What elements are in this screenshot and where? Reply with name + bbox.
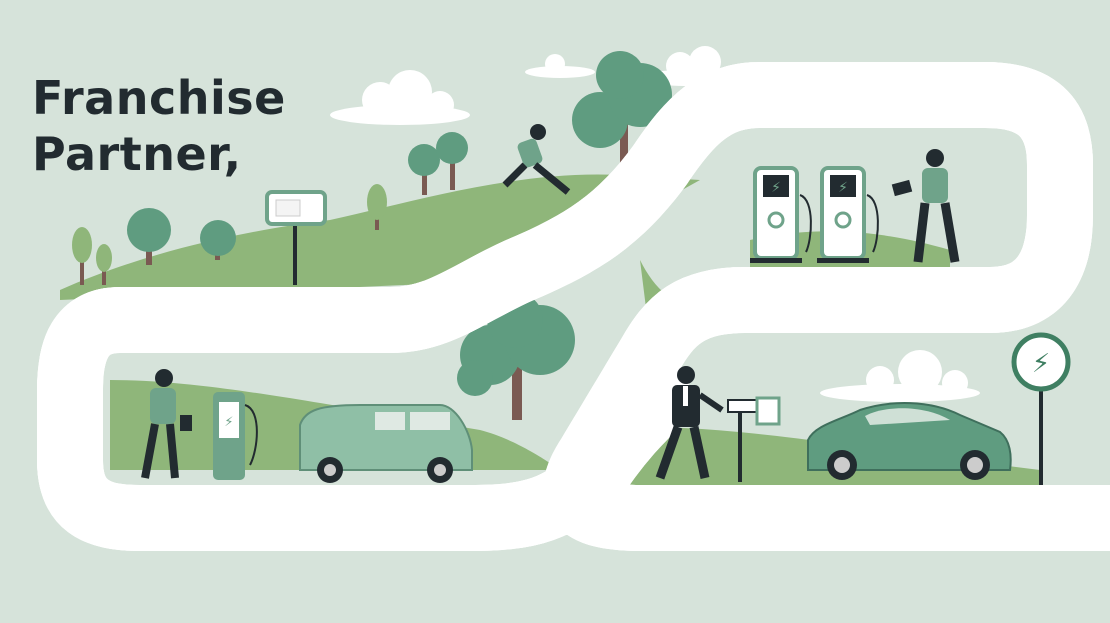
svg-text:⚡: ⚡ (1032, 349, 1050, 379)
label-ev-charging: EV. Charging (205, 500, 305, 538)
label-line: Training (725, 520, 785, 537)
info-kiosk (727, 396, 781, 482)
person-woman-tablet (891, 149, 960, 263)
label-line: Charging (222, 520, 288, 537)
label-line: Foors (539, 242, 581, 259)
title-line-2: Partner, (32, 127, 242, 181)
label-line: Research (151, 303, 219, 320)
person-running (502, 124, 571, 195)
label-launch-postinen: Launch. Postinen. (950, 500, 1040, 538)
label-line: Traiment (768, 304, 832, 321)
svg-text:⚡: ⚡ (838, 180, 848, 196)
label-line: Postinen. (961, 520, 1029, 537)
title-line-1: Franchise (32, 71, 286, 125)
svg-text:⚡: ⚡ (771, 180, 781, 196)
car-sedan (807, 402, 1012, 480)
charging-stations: ⚡ ⚡ (750, 166, 879, 263)
label-line: Setup. (732, 501, 778, 518)
label-setup-training: Setup. Training (710, 500, 800, 538)
label-line: EEco (541, 223, 579, 240)
label-eco-frachsing: ECO Frachsing (830, 84, 940, 122)
person-man-suit (655, 366, 724, 480)
label-line: Evesestt (769, 285, 831, 302)
label-line: EV. (243, 501, 267, 518)
label-line: Launch. (966, 501, 1024, 518)
label-line: Frachsing (849, 104, 921, 121)
lightning-sign: ⚡ (1011, 332, 1071, 485)
label-line: ECO (868, 85, 902, 102)
clouds (330, 46, 980, 402)
charging-station-left: ⚡ (213, 392, 258, 480)
car-van (299, 404, 473, 483)
person-woman-left (141, 369, 192, 479)
page-title: Franchise Partner, (32, 70, 286, 182)
trees (72, 51, 672, 420)
sign-post (265, 190, 327, 285)
road (37, 62, 1110, 551)
label-line: Investment (145, 322, 225, 339)
svg-text:⚡: ⚡ (224, 415, 233, 430)
